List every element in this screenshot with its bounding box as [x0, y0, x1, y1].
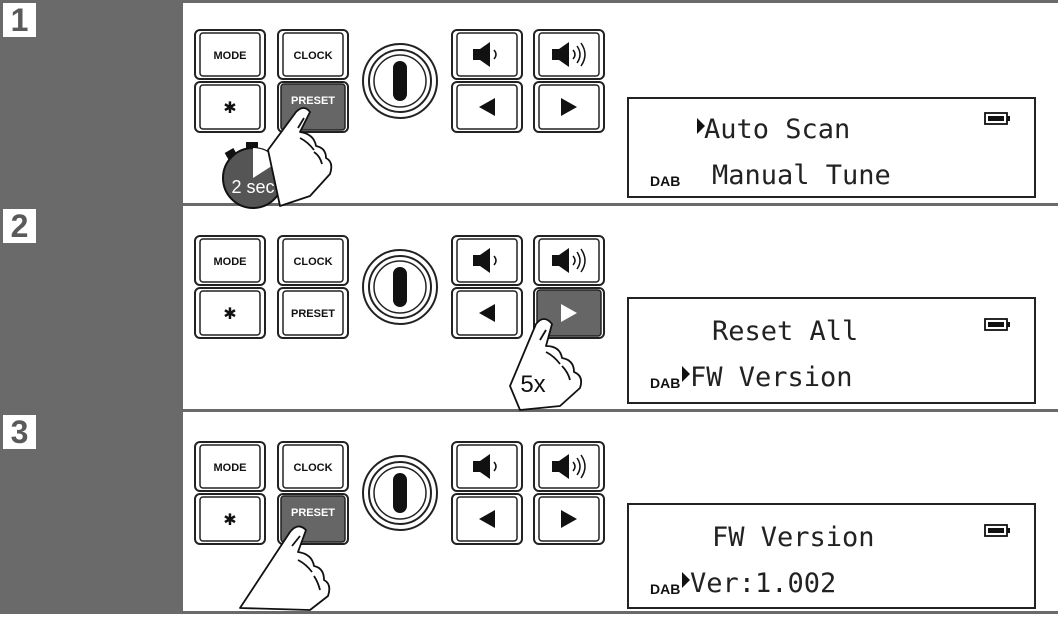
band-label: DAB	[650, 375, 680, 391]
display-line-2: Manual Tune	[712, 160, 891, 191]
triangle-left-icon	[479, 304, 495, 322]
mode-button[interactable]: MODE	[194, 29, 266, 80]
mode-label: MODE	[214, 256, 247, 268]
previous-button[interactable]	[451, 287, 523, 339]
bluetooth-button[interactable]: ✱	[194, 493, 266, 545]
step-3-diagram: MODE CLOCK ✱ PRESET	[194, 441, 1036, 611]
volume-down-button[interactable]	[451, 29, 523, 80]
step-divider	[183, 0, 1058, 3]
next-button[interactable]	[533, 493, 605, 545]
repeat-count-label: 5x	[520, 371, 545, 398]
pointing-hand-icon	[509, 318, 583, 411]
band-label: DAB	[650, 581, 680, 597]
step-2-diagram: MODE CLOCK ✱ PRESET	[194, 235, 1036, 411]
stopwatch-icon: 2 sec	[222, 142, 284, 209]
mode-button[interactable]: MODE	[194, 235, 266, 286]
step-divider	[183, 203, 1058, 206]
step-2-panel: 2	[0, 206, 183, 412]
lcd-display: FW Version DAB Ver:1.002	[627, 503, 1036, 609]
clock-label: CLOCK	[293, 462, 332, 474]
bluetooth-button[interactable]: ✱	[194, 287, 266, 339]
volume-down-button[interactable]	[451, 441, 523, 492]
preset-label: PRESET	[291, 308, 335, 320]
speaker-low-icon	[473, 42, 497, 67]
previous-button[interactable]	[451, 81, 523, 133]
lcd-display: Reset All DAB FW Version	[627, 297, 1036, 404]
volume-up-button[interactable]	[533, 29, 605, 80]
clock-button[interactable]: CLOCK	[277, 29, 349, 80]
bluetooth-button[interactable]: ✱	[194, 81, 266, 133]
step-1-number: 1	[3, 3, 36, 37]
clock-label: CLOCK	[293, 256, 332, 268]
speaker-low-icon	[473, 248, 497, 273]
battery-icon	[984, 318, 1010, 331]
preset-label: PRESET	[291, 95, 335, 107]
step-divider	[183, 409, 1058, 412]
mode-label: MODE	[214, 462, 247, 474]
menu-cursor-icon	[682, 572, 690, 588]
rotary-knob-icon[interactable]	[362, 455, 438, 531]
step-1: 1 MODE CLOCK ✱ PRESET	[0, 0, 1058, 209]
step-3: 3 MODE CLOCK ✱ PRESET	[0, 412, 1058, 614]
rotary-knob-icon[interactable]	[362, 249, 438, 325]
battery-icon	[984, 112, 1010, 125]
speaker-high-icon	[552, 454, 586, 479]
step-3-panel: 3	[0, 412, 183, 614]
menu-cursor-icon	[682, 366, 690, 382]
preset-button[interactable]: PRESET	[277, 287, 349, 339]
next-button[interactable]	[533, 81, 605, 133]
bluetooth-icon: ✱	[223, 510, 236, 529]
battery-icon	[984, 524, 1010, 537]
band-label: DAB	[650, 173, 680, 189]
timer-label: 2 sec	[231, 177, 274, 197]
triangle-right-icon	[561, 510, 577, 528]
step-2: 2 MODE CLOCK ✱ PRESET	[0, 206, 1058, 412]
display-line-2: FW Version	[690, 362, 853, 393]
triangle-left-icon	[479, 510, 495, 528]
clock-button[interactable]: CLOCK	[277, 235, 349, 286]
speaker-high-icon	[552, 42, 586, 67]
display-line-1: Auto Scan	[704, 114, 850, 145]
triangle-right-icon	[561, 304, 577, 322]
menu-cursor-icon	[697, 118, 705, 134]
pointing-hand-icon	[267, 107, 333, 207]
lcd-display: Auto Scan DAB Manual Tune	[627, 97, 1036, 198]
pointing-hand-icon	[239, 525, 331, 611]
triangle-right-icon	[561, 98, 577, 116]
volume-down-button[interactable]	[451, 235, 523, 286]
step-1-diagram: MODE CLOCK ✱ PRESET	[194, 29, 1036, 209]
mode-label: MODE	[214, 50, 247, 62]
display-line-2: Ver:1.002	[690, 568, 836, 599]
mode-button[interactable]: MODE	[194, 441, 266, 492]
speaker-high-icon	[552, 248, 586, 273]
display-line-1: FW Version	[712, 522, 875, 553]
step-1-panel: 1	[0, 0, 183, 206]
preset-label: PRESET	[291, 507, 335, 519]
volume-up-button[interactable]	[533, 235, 605, 286]
speaker-low-icon	[473, 454, 497, 479]
triangle-left-icon	[479, 98, 495, 116]
clock-label: CLOCK	[293, 50, 332, 62]
step-3-number: 3	[3, 415, 36, 449]
step-divider	[183, 611, 1058, 614]
bluetooth-icon: ✱	[223, 98, 236, 117]
clock-button[interactable]: CLOCK	[277, 441, 349, 492]
display-line-1: Reset All	[712, 316, 858, 347]
step-2-number: 2	[3, 209, 36, 243]
bluetooth-icon: ✱	[223, 304, 236, 323]
volume-up-button[interactable]	[533, 441, 605, 492]
rotary-knob-icon[interactable]	[362, 43, 438, 119]
previous-button[interactable]	[451, 493, 523, 545]
